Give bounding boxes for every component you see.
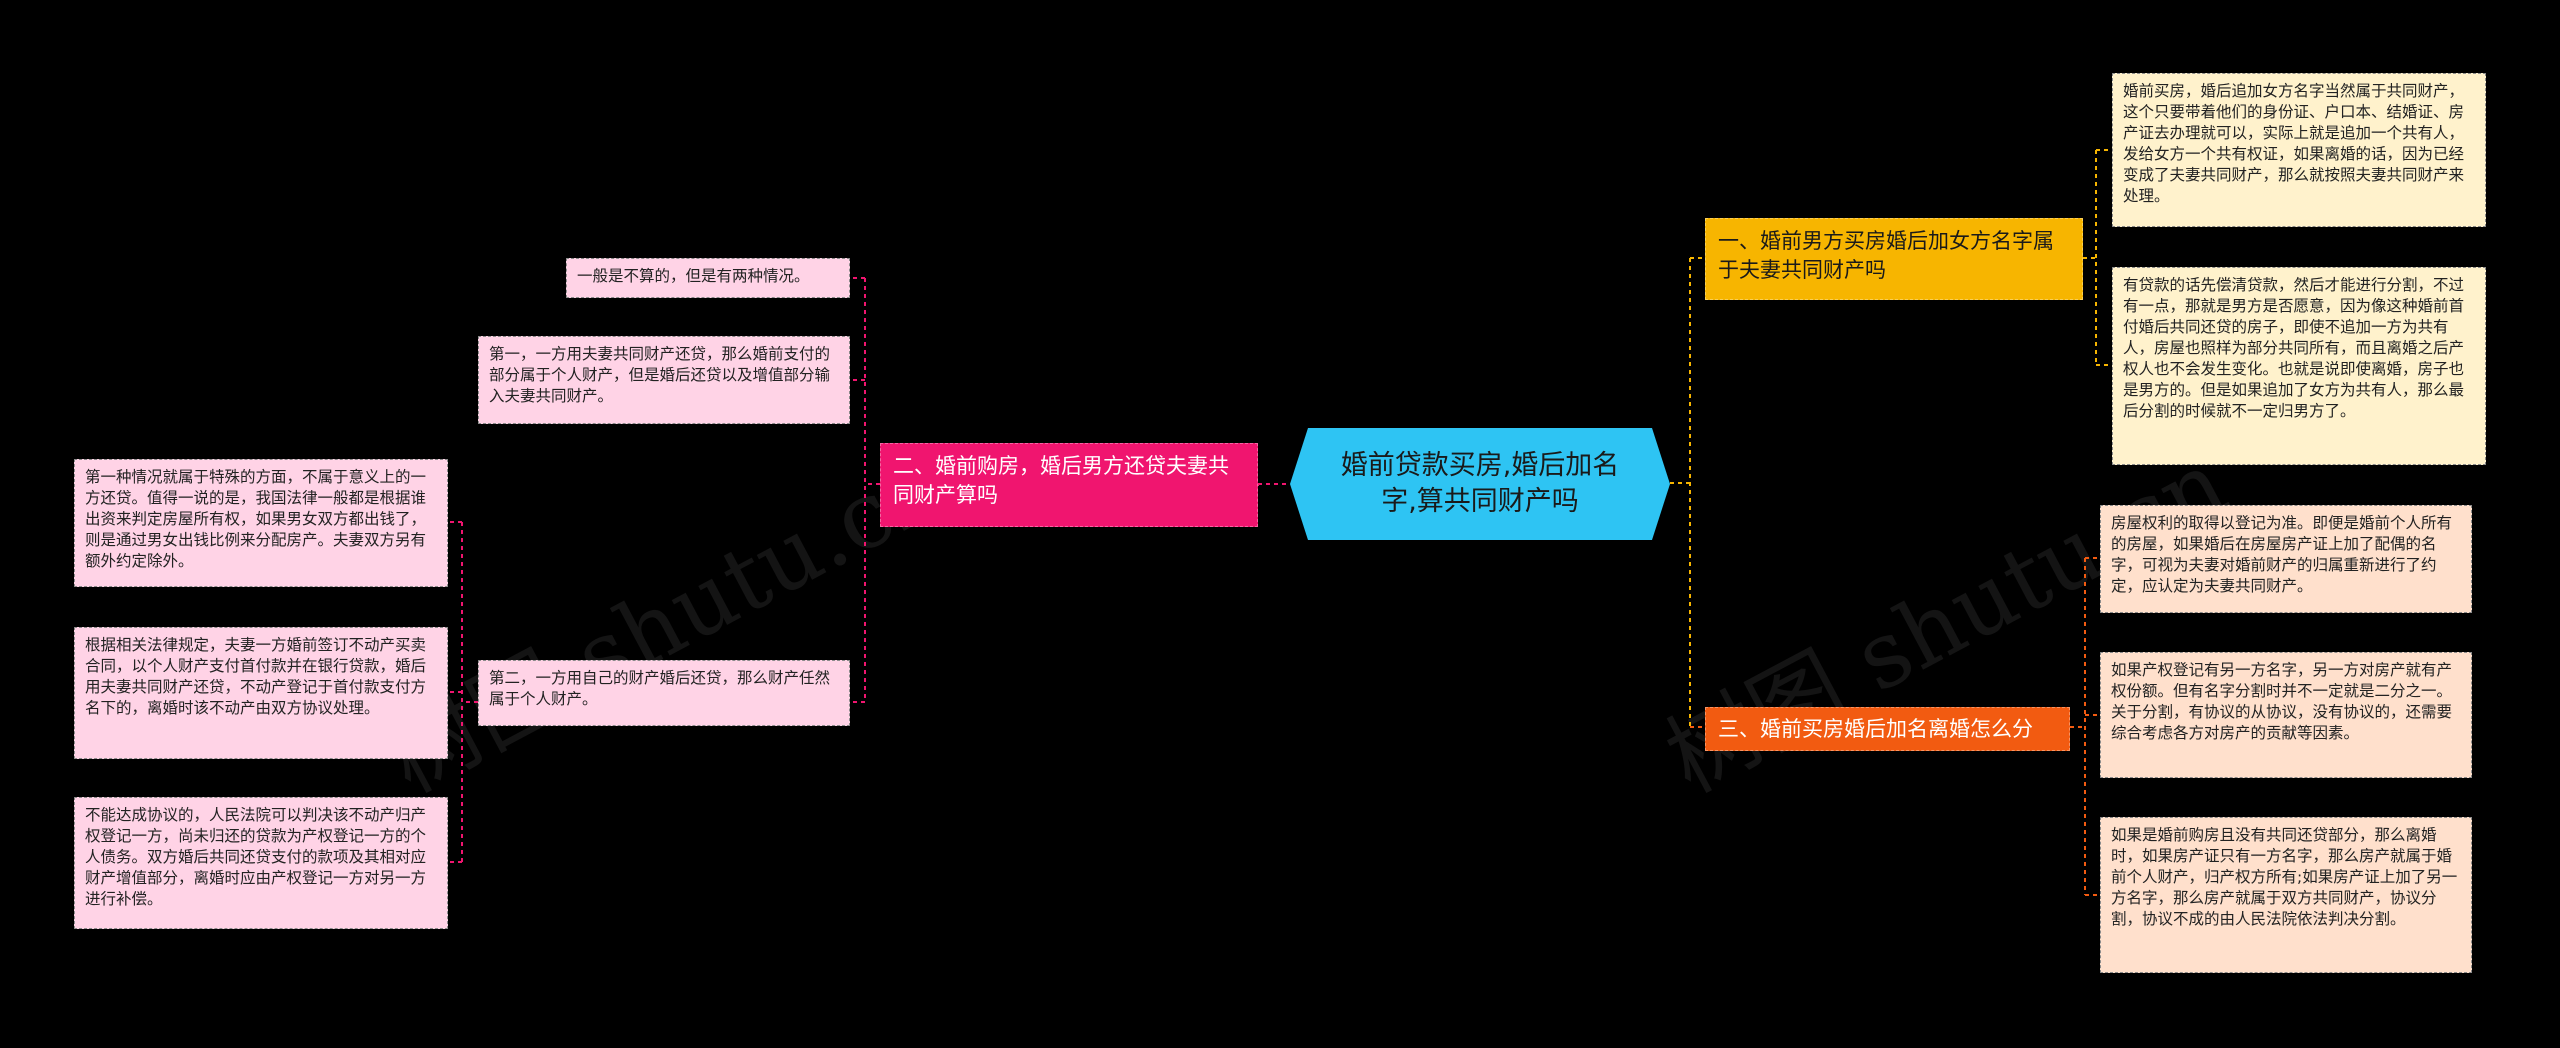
center-topic[interactable]: 婚前贷款买房,婚后加名字,算共同财产吗 [1290,428,1670,540]
branch2-leaf-1: 一般是不算的，但是有两种情况。 [566,258,850,298]
branch2-subleaf-3: 不能达成协议的，人民法院可以判决该不动产归产权登记一方，尚未归还的贷款为产权登记… [74,797,448,929]
branch3-leaf-3: 如果是婚前购房且没有共同还贷部分，那么离婚时，如果房产证只有一方名字，那么房产就… [2100,817,2472,973]
branch1-leaf-2: 有贷款的话先偿清贷款，然后才能进行分割，不过有一点，那就是男方是否愿意，因为像这… [2112,267,2486,465]
branch-1[interactable]: 一、婚前男方买房婚后加女方名字属于夫妻共同财产吗 [1705,218,2083,300]
branch2-leaf-2: 第一，一方用夫妻共同财产还贷，那么婚前支付的部分属于个人财产，但是婚后还贷以及增… [478,336,850,424]
branch2-leaf-3: 第二，一方用自己的财产婚后还贷，那么财产任然属于个人财产。 [478,660,850,726]
connector-branch3-leaves [2070,557,2100,896]
branch3-leaf-2: 如果产权登记有另一方名字，另一方对房产就有产权份额。但有名字分割时并不一定就是二… [2100,652,2472,778]
branch3-leaf-1: 房屋权利的取得以登记为准。即便是婚前个人所有的房屋，如果婚后在房屋房产证上加了配… [2100,505,2472,613]
center-title: 婚前贷款买房,婚后加名字,算共同财产吗 [1340,450,1620,517]
connector-sub-leaves [448,521,478,863]
branch-3[interactable]: 三、婚前买房婚后加名离婚怎么分 [1705,707,2070,751]
branch2-subleaf-1: 第一种情况就属于特殊的方面，不属于意义上的一方还贷。值得一说的是，我国法律一般都… [74,459,448,587]
connector-branch1-leaves [2083,149,2112,366]
branch2-subleaf-2: 根据相关法律规定，夫妻一方婚前签订不动产买卖合同，以个人财产支付首付款并在银行贷… [74,627,448,759]
center-hexagon [1290,428,1670,540]
branch-2[interactable]: 二、婚前购房，婚后男方还贷夫妻共同财产算吗 [880,443,1258,527]
branch1-leaf-1: 婚前买房，婚后追加女方名字当然属于共同财产，这个只要带着他们的身份证、户口本、结… [2112,73,2486,227]
connector-branch2-leaves [850,277,880,703]
